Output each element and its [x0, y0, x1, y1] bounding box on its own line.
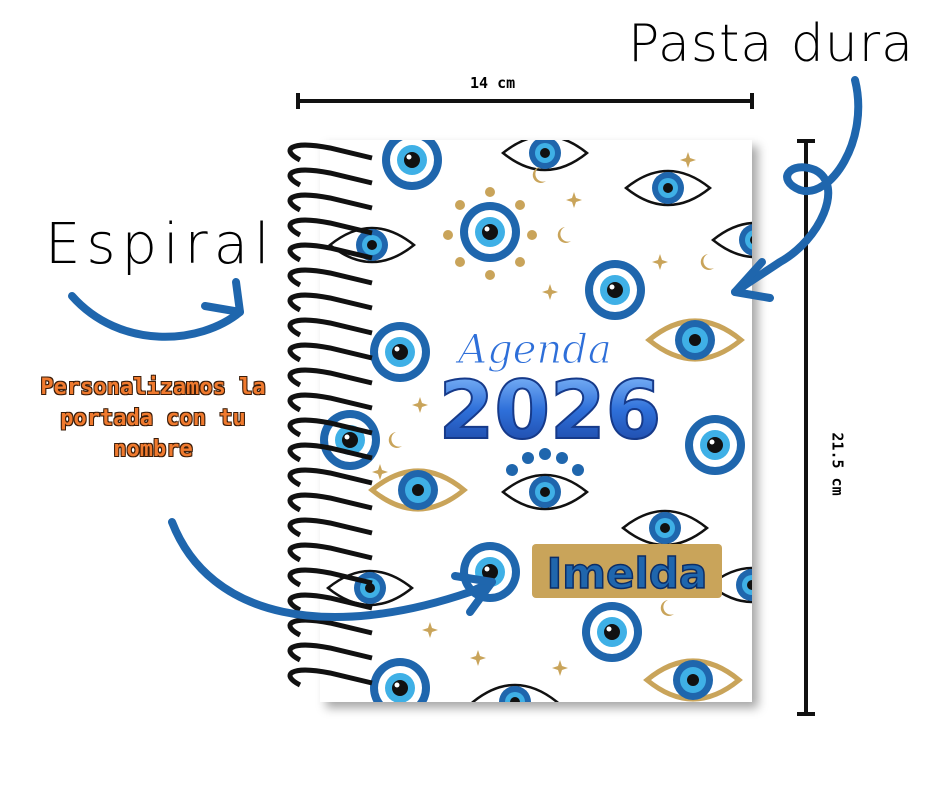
cover-agenda-text: Agenda	[454, 327, 611, 373]
cover-pattern	[320, 140, 752, 702]
spiral-label: Espiral	[45, 212, 276, 277]
width-label: 14 cm	[470, 74, 516, 92]
personalize-label: Personalizamos la portada con tu nombre	[40, 375, 266, 462]
spiral-binding	[287, 142, 373, 688]
arrow-icon	[68, 76, 863, 621]
height-label: 21.5 cm	[828, 432, 847, 496]
width-dimension	[296, 93, 754, 109]
cover-name-text: Imelda	[547, 549, 708, 598]
cover-name-plate: Imelda	[532, 544, 722, 599]
hard-cover-label: Pasta dura	[628, 14, 914, 74]
cover-year-text: 2026	[439, 364, 662, 457]
